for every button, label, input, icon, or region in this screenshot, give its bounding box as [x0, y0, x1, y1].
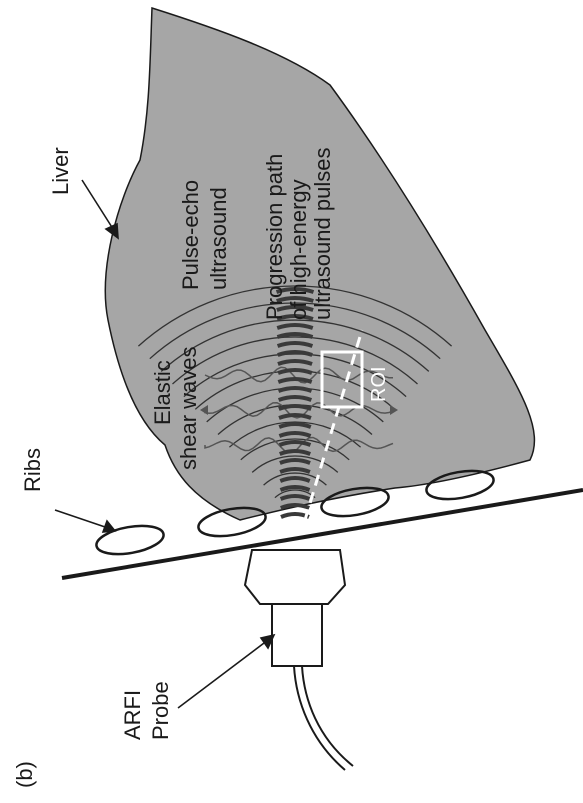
ribs-arrow — [55, 510, 108, 528]
shear-label-1: Elastic — [150, 360, 175, 425]
shear-label-2: shear waves — [176, 346, 201, 470]
probe-label-1: ARFI — [120, 690, 145, 740]
rib-2 — [196, 503, 267, 540]
probe-handle — [272, 604, 322, 666]
probe-label-2: Probe — [148, 681, 173, 740]
progression-label-3: ultrasound pulses — [310, 148, 335, 320]
panel-label: (b) — [12, 761, 37, 788]
pulse-echo-label-1: Pulse-echo — [178, 180, 203, 290]
probe-head — [245, 550, 345, 604]
roi-label: ROI — [368, 366, 390, 402]
progression-label-2: of high-energy — [286, 179, 311, 320]
probe-arrow — [178, 640, 268, 708]
progression-label-1: Progression path — [262, 154, 287, 320]
pulse-echo-label-2: ultrasound — [206, 187, 231, 290]
arfi-probe — [245, 550, 353, 770]
ribs-arrowhead — [103, 521, 115, 532]
probe-cable — [294, 666, 345, 770]
ribs-label: Ribs — [20, 448, 45, 492]
liver-label: Liver — [48, 147, 73, 195]
liver-arrow — [82, 180, 115, 232]
